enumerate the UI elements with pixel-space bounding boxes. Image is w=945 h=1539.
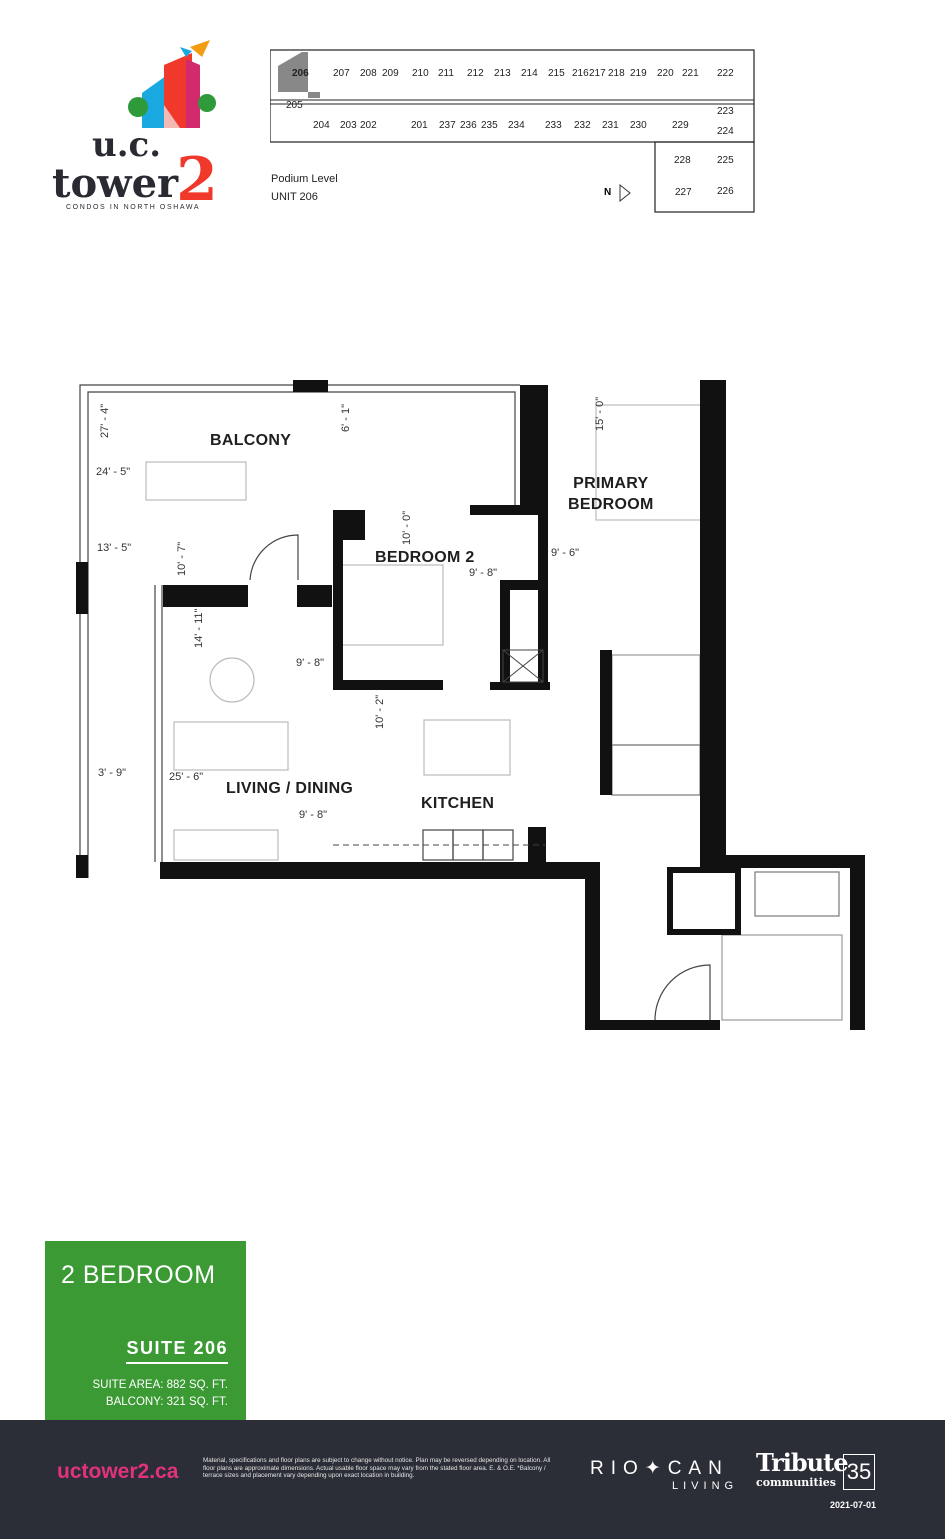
key-plan-unit-233: 233 [545,120,562,131]
logo-tagline: CONDOS IN NORTH OSHAWA [66,204,201,211]
key-plan-unit-208: 208 [360,68,377,79]
key-plan-unit-224: 224 [717,126,734,137]
key-plan-unit-222: 222 [717,68,734,79]
key-plan-unit-210: 210 [412,68,429,79]
dimension: 25' - 6" [169,771,204,783]
key-plan-unit-221: 221 [682,68,699,79]
key-plan-unit-231: 231 [602,120,619,131]
tribute-logo: Tribute [756,1448,848,1477]
logo-line1: u.c. [92,125,162,165]
dimension: 24' - 5" [96,466,131,478]
logo-wordmark: u.c. tower 2 CONDOS IN NORTH OSHAWA [52,125,218,215]
logo-building-graphic [128,40,216,128]
key-plan-unit-213: 213 [494,68,511,79]
website-link[interactable]: uctower2.ca [57,1460,179,1483]
key-plan-unit-212: 212 [467,68,484,79]
logo-line2: tower [52,160,179,207]
dimension: 10' - 0" [401,510,413,545]
key-plan-unit-229: 229 [672,120,689,131]
north-label: N [604,187,612,198]
key-plan-unit-236: 236 [460,120,477,131]
key-plan-unit-206: 206 [292,68,309,79]
key-plan-unit-220: 220 [657,68,674,79]
key-plan-unit-211: 211 [438,68,454,79]
unit-floor-plan [76,380,865,1030]
key-plan-unit-223: 223 [717,106,734,117]
key-plan-unit-205: 205 [286,100,303,111]
key-plan-level: Podium Level [271,173,338,185]
dimension: 10' - 2" [374,694,386,729]
suite-type: 2 BEDROOM [61,1261,216,1289]
key-plan-unit-237: 237 [439,120,456,131]
key-plan-unit-234: 234 [508,120,525,131]
key-plan-unit-207: 207 [333,68,350,79]
dimension: 9' - 6" [551,547,580,559]
key-plan-unit-232: 232 [574,120,591,131]
key-plan-unit-214: 214 [521,68,538,79]
suite-info-box: 2 BEDROOM SUITE 206 SUITE AREA: 882 SQ. … [45,1241,246,1420]
suite-area: SUITE AREA: 882 SQ. FT. [92,1379,229,1391]
riocan-logo: RIO✦CAN [590,1458,729,1479]
dimension: 9' - 8" [296,657,325,669]
key-plan-unit-201: 201 [411,120,428,131]
key-plan-unit-209: 209 [382,68,399,79]
key-plan-unit-225: 225 [717,155,734,166]
key-plan-unit-226: 226 [717,186,734,197]
key-plan-unit-227: 227 [675,187,692,198]
key-plan-unit-228: 228 [674,155,691,166]
balcony-area: BALCONY: 321 SQ. FT. [105,1396,228,1408]
suite-name: SUITE 206 [126,1338,228,1364]
room-label-kitchen: KITCHEN [421,795,495,812]
room-label-bedroom-2: BEDROOM 2 [375,549,475,566]
key-plan-unit-217: 217 [589,68,606,79]
dimension: 14' - 11" [193,608,205,648]
key-plan-unit-219: 219 [630,68,647,79]
key-plan-unit-218: 218 [608,68,625,79]
tribute-35-badge: 35 [843,1454,875,1490]
dimension: 27' - 4" [99,403,111,438]
dimension: 6' - 1" [340,403,352,432]
key-plan-unit-230: 230 [630,120,647,131]
north-arrow-icon [619,184,631,202]
footer: uctower2.ca Material, specifications and… [0,1420,945,1539]
dimension: 3' - 9" [98,767,127,779]
room-label-primary-bedroom: PRIMARY BEDROOM [568,475,654,513]
key-plan-drawing [270,49,755,213]
key-plan-unit-235: 235 [481,120,498,131]
logo-number: 2 [176,145,218,215]
key-plan-unit-204: 204 [313,120,330,131]
room-label-balcony: BALCONY [210,432,292,449]
key-plan-unit-216: 216 [572,68,589,79]
dimension: 15' - 0" [594,396,606,431]
room-label-living-dining: LIVING / DINING [226,780,354,797]
revision-date: 2021-07-01 [830,1500,877,1510]
key-plan-unit-202: 202 [360,120,377,131]
key-plan-unit-203: 203 [340,120,357,131]
dimension: 10' - 7" [176,541,188,576]
riocan-logo-sub: LIVING [672,1480,739,1492]
dimension: 9' - 8" [299,809,328,821]
dimension: 9' - 8" [469,567,498,579]
key-plan-unit: UNIT 206 [271,191,318,203]
tribute-logo-sub: communities [756,1476,836,1489]
disclaimer: Material, specifications and floor plans… [203,1457,551,1479]
key-plan-unit-215: 215 [548,68,565,79]
dimension: 13' - 5" [97,542,132,554]
